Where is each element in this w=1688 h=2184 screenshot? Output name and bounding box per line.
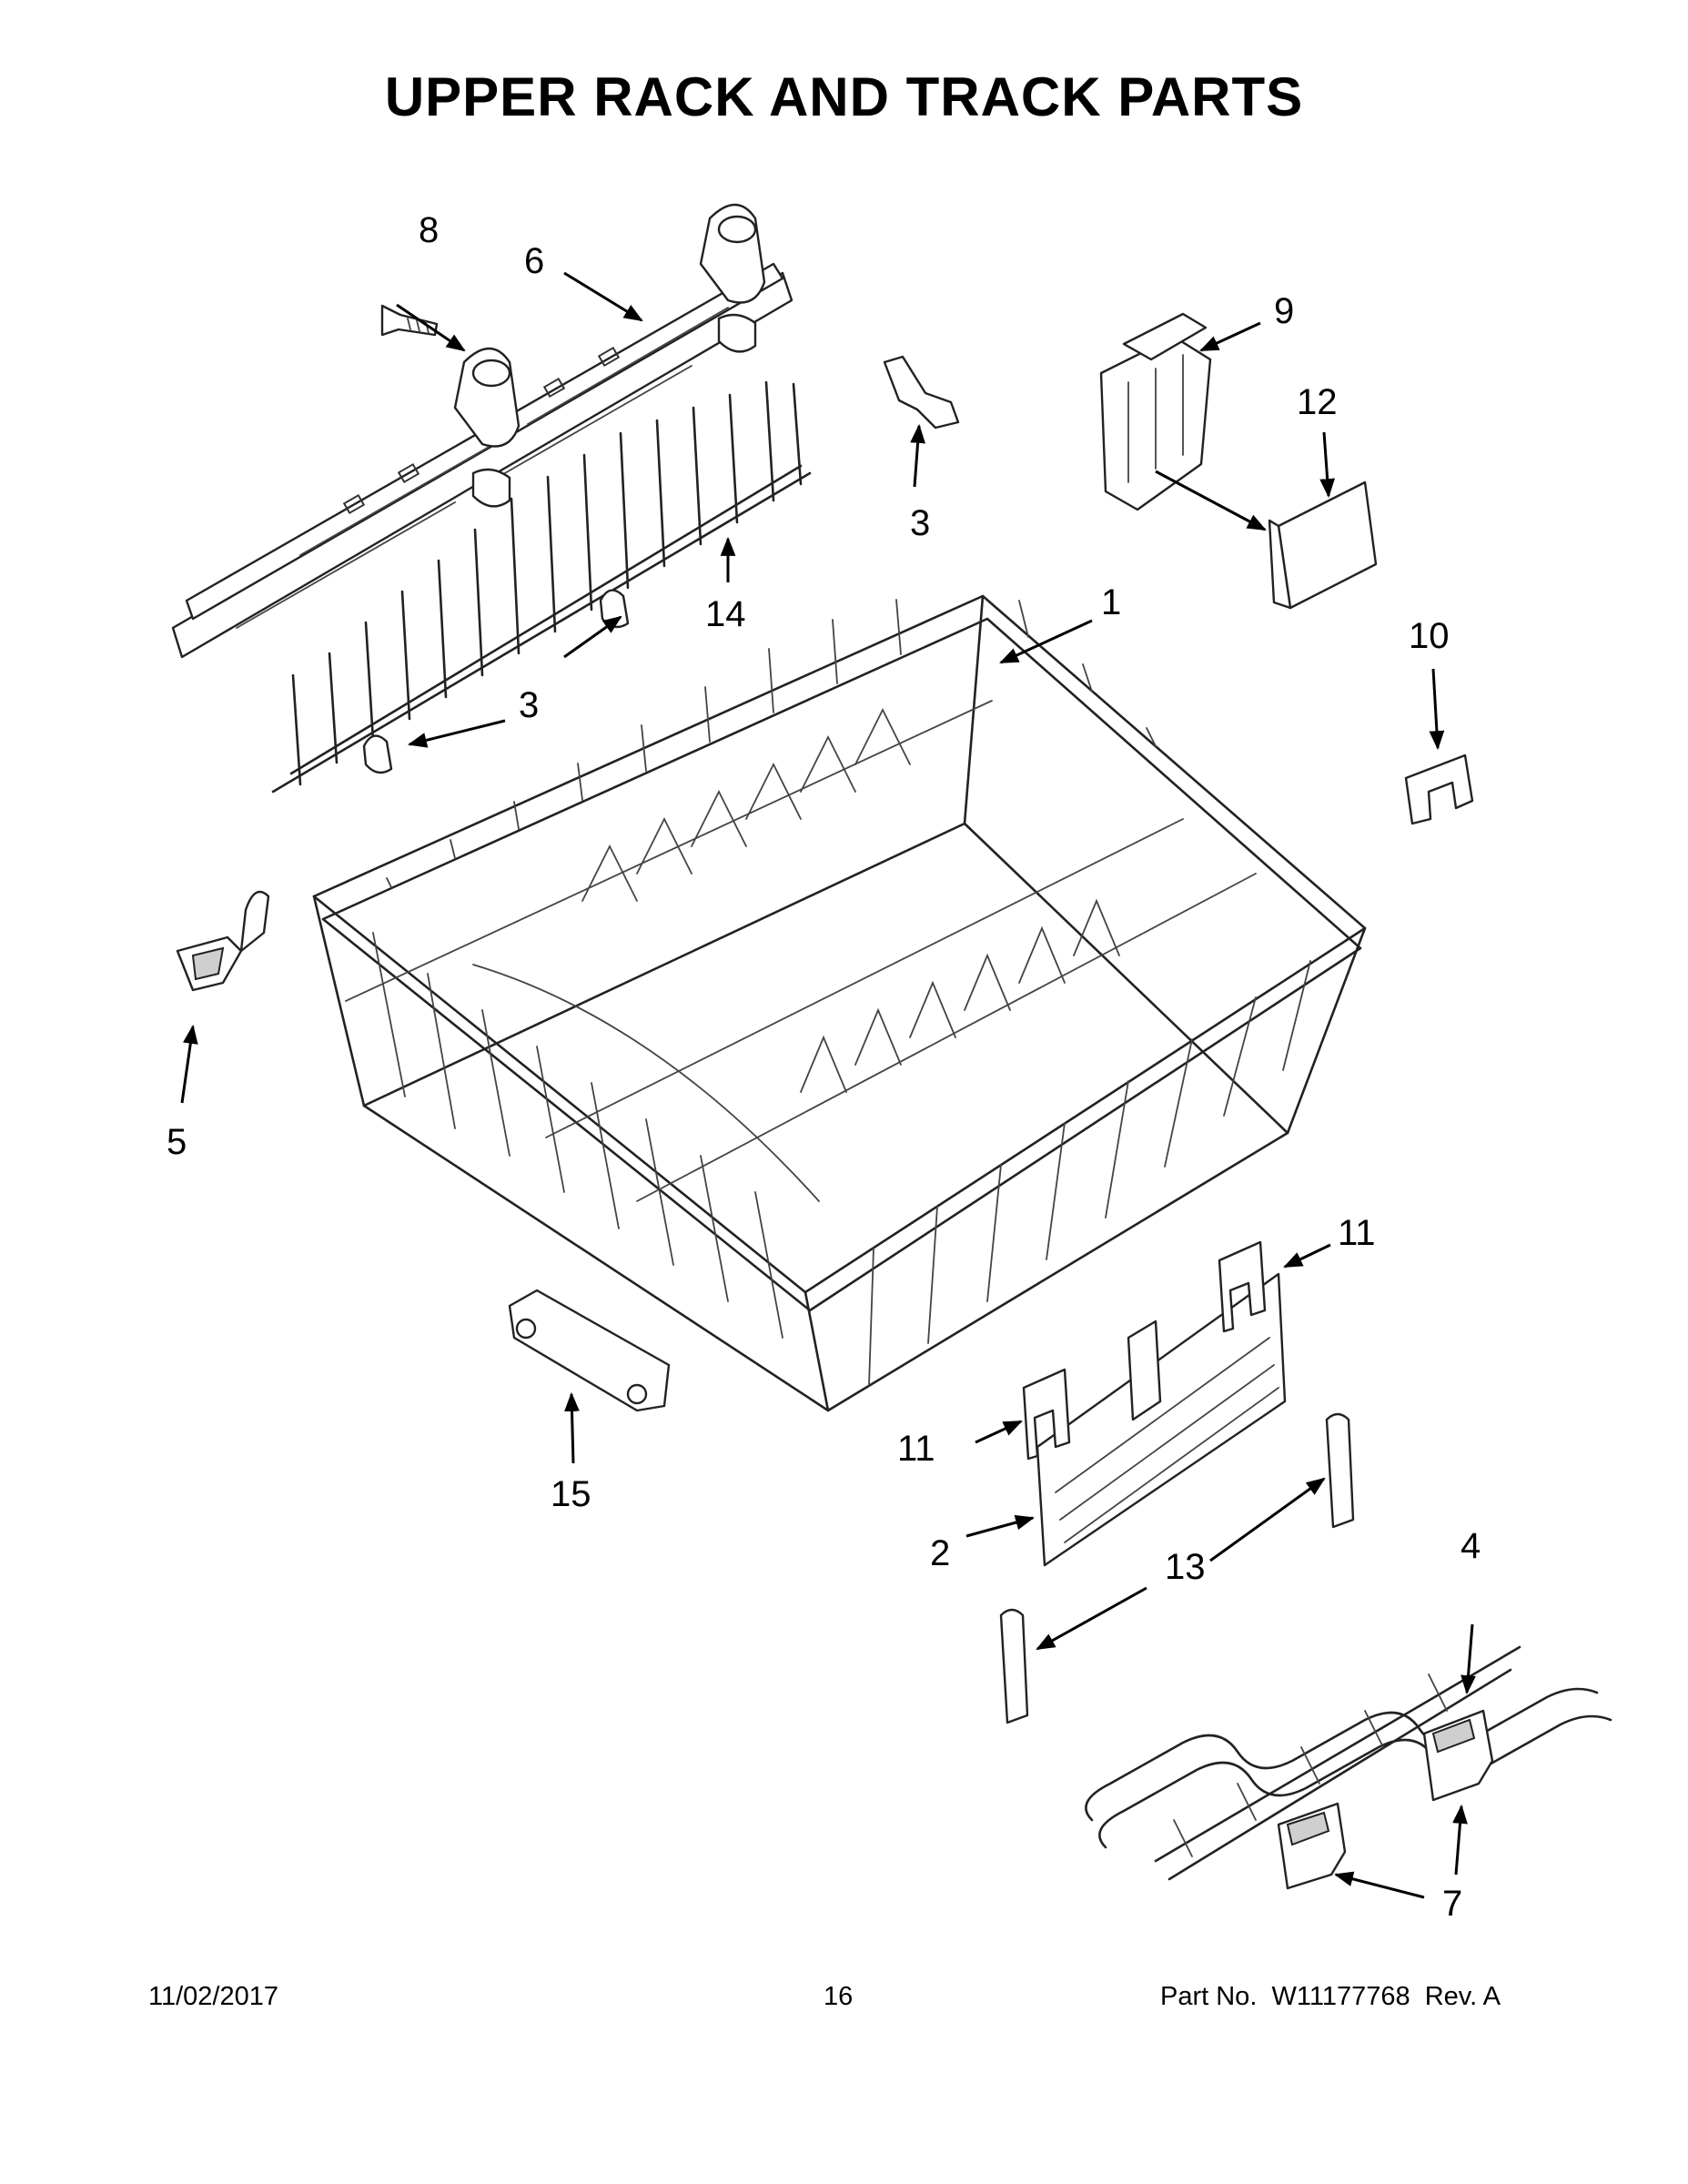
footer-part-label: Part No. bbox=[1160, 1982, 1258, 2011]
part-13-clip-left bbox=[999, 1608, 1029, 1724]
callout-2: 2 bbox=[930, 1533, 950, 1573]
part-4-wire-divider bbox=[1085, 1645, 1612, 1881]
callout-15: 15 bbox=[551, 1474, 591, 1514]
footer-part-number: W11177768 bbox=[1271, 1982, 1410, 2011]
callout-5: 5 bbox=[167, 1122, 187, 1162]
part-9-bracket bbox=[1099, 312, 1212, 511]
callout-13: 13 bbox=[1165, 1547, 1206, 1587]
callout-7: 7 bbox=[1442, 1884, 1462, 1924]
page-title: UPPER RACK AND TRACK PARTS bbox=[384, 66, 1304, 127]
part-11-clip-upper bbox=[1218, 1240, 1267, 1333]
footer-date: 11/02/2017 bbox=[148, 1982, 278, 2011]
callout-3-top: 3 bbox=[910, 503, 930, 543]
callout-10: 10 bbox=[1409, 616, 1450, 656]
callout-11-lower: 11 bbox=[897, 1429, 935, 1469]
callout-11-upper: 11 bbox=[1338, 1213, 1376, 1253]
part-7-clip-right bbox=[1422, 1709, 1494, 1802]
callout-labels: 8 6 9 12 3 14 1 10 3 5 11 15 11 2 13 4 7 bbox=[167, 210, 1481, 1924]
part-2-panel bbox=[1036, 1272, 1287, 1567]
part-5-rack-stop bbox=[176, 890, 270, 992]
part-15-clip bbox=[508, 1289, 671, 1412]
footer-page-number: 16 bbox=[824, 1982, 854, 2011]
part-13-clip-right bbox=[1325, 1412, 1355, 1529]
callout-1: 1 bbox=[1101, 582, 1121, 622]
callout-9: 9 bbox=[1274, 291, 1294, 331]
part-14-tine-row bbox=[271, 380, 812, 794]
part-10-clip bbox=[1404, 753, 1474, 825]
part-6-track-adjuster bbox=[171, 203, 793, 659]
part-3-clip bbox=[883, 355, 960, 430]
part-11-clip-lower bbox=[1022, 1368, 1071, 1461]
callout-4: 4 bbox=[1461, 1526, 1481, 1566]
callout-3-row: 3 bbox=[519, 685, 539, 725]
part-7-clip-left bbox=[1277, 1802, 1347, 1890]
part-12-cover bbox=[1268, 480, 1378, 610]
footer-part-info: Part No. W11177768 Rev. A bbox=[1160, 1982, 1501, 2012]
callout-12: 12 bbox=[1297, 382, 1338, 422]
leader-lines bbox=[180, 271, 1476, 1899]
part-8-screw bbox=[380, 304, 439, 337]
part-1-upper-rack bbox=[312, 594, 1367, 1412]
callout-6: 6 bbox=[524, 241, 544, 281]
footer-revision: Rev. A bbox=[1424, 1982, 1501, 2011]
callout-8: 8 bbox=[419, 210, 439, 250]
callout-14: 14 bbox=[705, 594, 746, 634]
